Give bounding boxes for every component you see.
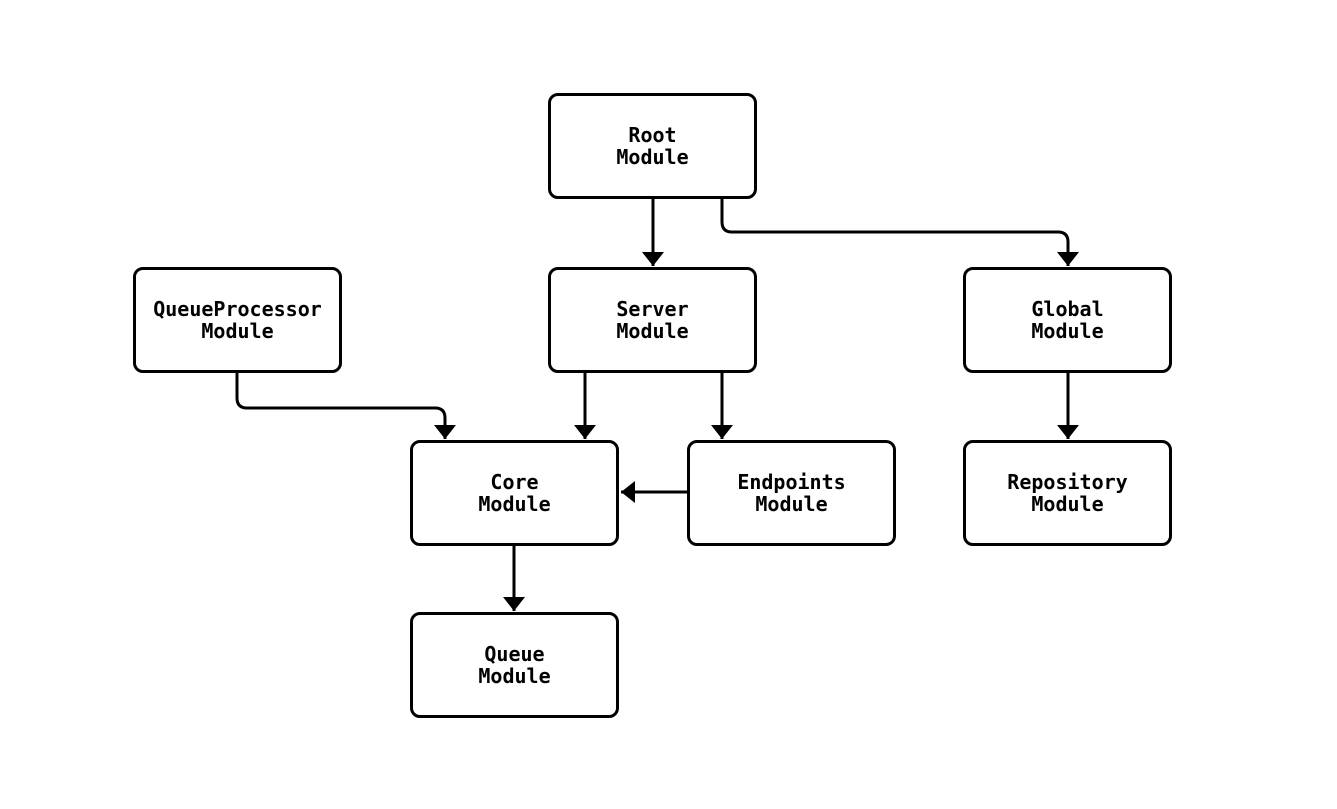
node-label: Repository Module [1007, 470, 1128, 516]
node-label: Global Module [1031, 297, 1104, 343]
node-label: Root Module [616, 123, 689, 169]
node-server: Server Module [548, 267, 757, 373]
node-label: QueueProcessor Module [153, 297, 322, 343]
node-label: Endpoints Module [737, 470, 846, 516]
node-repository: Repository Module [963, 440, 1172, 546]
node-label: Server Module [616, 297, 689, 343]
edge-group [235, 199, 1079, 611]
node-label: Queue Module [478, 642, 551, 688]
edge-queueprocessor-to-core [235, 373, 456, 439]
node-global: Global Module [963, 267, 1172, 373]
node-core: Core Module [410, 440, 619, 546]
node-queueprocessor: QueueProcessor Module [133, 267, 342, 373]
node-queue: Queue Module [410, 612, 619, 718]
node-root: Root Module [548, 93, 757, 199]
node-label: Core Module [478, 470, 551, 516]
node-endpoints: Endpoints Module [687, 440, 896, 546]
edge-root-to-global [720, 199, 1079, 266]
